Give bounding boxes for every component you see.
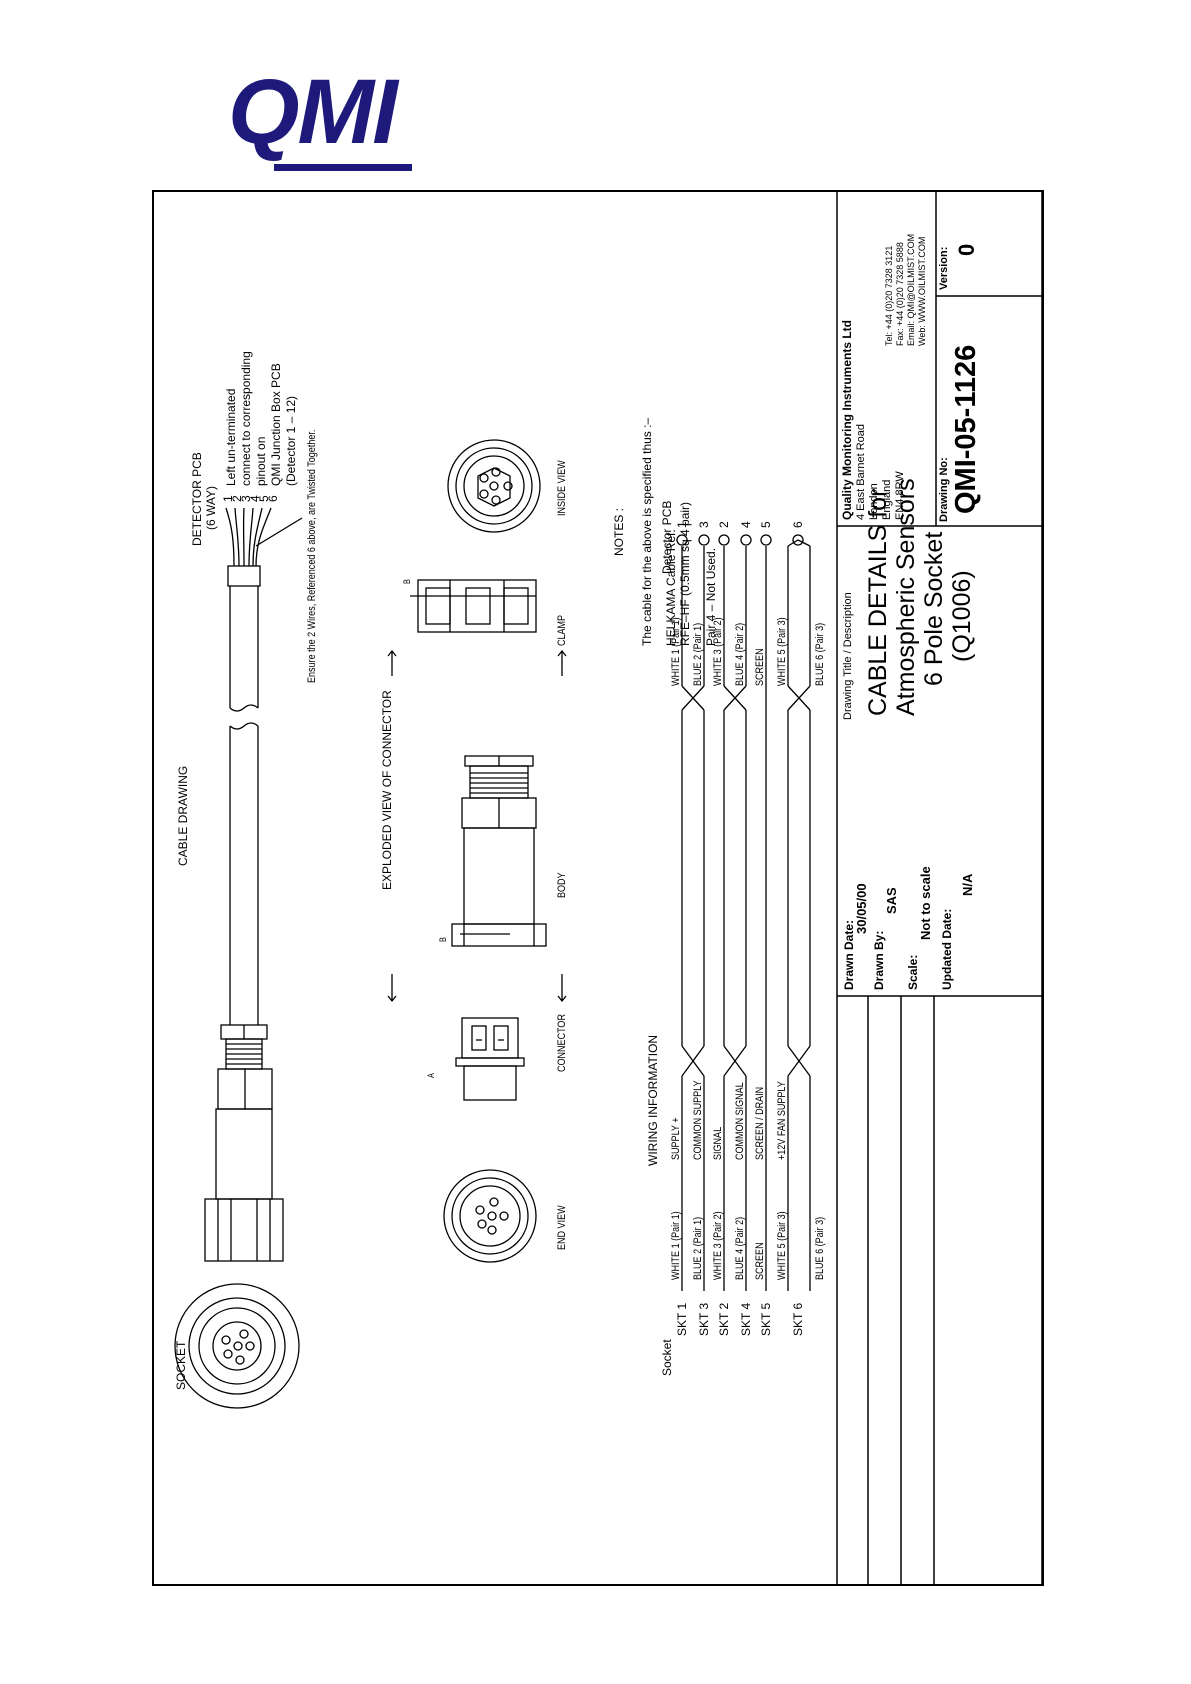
logo-underline <box>274 164 412 171</box>
socket-pin: SKT 6 <box>791 1302 805 1336</box>
socket-pin: SKT 4 <box>739 1302 753 1336</box>
updated-date: N/A <box>960 873 975 896</box>
note-line: The cable for the above is specified thu… <box>640 417 654 646</box>
scale-value: Not to scale <box>918 866 933 940</box>
wire-color: WHITE 1 (Pair 1) <box>670 1211 682 1280</box>
wire-function: +12V FAN SUPPLY <box>776 1081 788 1160</box>
connector-label: CONNECTOR <box>556 1014 568 1072</box>
title-label: Drawing Title / Description <box>842 592 854 720</box>
drawn-by: SAS <box>884 887 899 914</box>
address-line: 4 East Barnet Road <box>855 423 867 520</box>
cable-drawing-label: CABLE DRAWING <box>176 765 190 866</box>
wire-color: BLUE 4 (Pair 2) <box>734 622 746 686</box>
detector-pcb-way: (6 WAY) <box>204 486 218 530</box>
end-view-label: END VIEW <box>556 1205 568 1250</box>
connector-part-drawing <box>387 974 567 1101</box>
left-note-line: QMI Junction Box PCB <box>269 363 283 486</box>
exploded-view-title: EXPLODED VIEW OF CONNECTOR <box>380 690 394 890</box>
wire-color: BLUE 6 (Pair 3) <box>814 622 826 686</box>
socket-header: Socket <box>660 1339 674 1376</box>
wire-color: BLUE 4 (Pair 2) <box>734 1216 746 1280</box>
contact-line: Email: QMI@OILMIST.COM <box>906 233 916 346</box>
cable-assembly <box>204 507 303 1262</box>
title-block-lines <box>836 190 1043 1586</box>
contact-line: Fax: +44 (0)20 7328 5888 <box>895 242 905 346</box>
pcb-pin: 4 <box>739 521 753 528</box>
wire-color: BLUE 6 (Pair 3) <box>814 1216 826 1280</box>
title-line: CABLE DETAILS for <box>864 488 892 716</box>
b-mark: B <box>402 579 412 584</box>
wire-function: SUPPLY + <box>670 1117 682 1160</box>
drawing-sheet: SOCKET CABLE DRAWING DETECTOR PCB (6 WAY… <box>152 190 1044 1586</box>
wire-color: WHITE 5 (Pair 3) <box>776 1211 788 1280</box>
drawing-number: QMI-05-1126 <box>950 344 982 514</box>
title-line: 6 Pole Socket <box>920 531 948 686</box>
socket-pin: SKT 2 <box>717 1302 731 1336</box>
left-note-line: (Detector 1 – 12) <box>284 395 298 486</box>
title-line: (Q1006) <box>948 570 976 662</box>
drawn-date: 30/05/00 <box>854 883 869 934</box>
body-part-drawing <box>387 649 567 947</box>
contact-line: Tel: +44 (0)20 7328 3121 <box>884 245 894 346</box>
drawing-no-label: Drawing No: <box>938 457 950 522</box>
note-line: RFE–HF (0.5mm sq 4 pair) <box>678 501 692 646</box>
address-line: EN4 8RW <box>894 471 906 520</box>
a-mark: A <box>426 1073 436 1078</box>
wire-function: COMMON SIGNAL <box>734 1082 746 1160</box>
wire-color: SCREEN <box>754 1242 766 1280</box>
wire-number: 6 <box>266 495 280 502</box>
notes-title: NOTES : <box>612 507 626 556</box>
wire-function: SCREEN / DRAIN <box>754 1086 766 1160</box>
drawn-by-label: Drawn By: <box>872 930 886 990</box>
wiring-info-title: WIRING INFORMATION <box>646 1034 660 1166</box>
qmi-logo: QMI <box>228 62 418 178</box>
end-view-drawing <box>443 1169 537 1263</box>
inside-view-drawing <box>447 439 541 533</box>
socket-face-view <box>174 1283 300 1409</box>
wire-color: WHITE 3 (Pair 2) <box>712 1211 724 1280</box>
address-line: London <box>868 483 880 520</box>
pcb-pin: 5 <box>759 521 773 528</box>
body-label: BODY <box>556 872 568 898</box>
clamp-label: CLAMP <box>556 614 568 646</box>
address-line: England <box>881 479 893 520</box>
inside-view-label: INSIDE VIEW <box>556 460 568 516</box>
logo-text: QMI <box>228 61 398 163</box>
scale-label: Scale: <box>906 954 920 990</box>
drawing-linework <box>174 190 1043 1586</box>
updated-date-label: Updated Date: <box>940 908 954 990</box>
pcb-pin: 2 <box>717 521 731 528</box>
note-line: HELKAMA Cable Ref. <box>664 529 678 646</box>
left-note-line: connect to corresponding <box>239 351 253 486</box>
wire-function: COMMON SUPPLY <box>692 1080 704 1160</box>
wire-color: SCREEN <box>754 648 766 686</box>
left-note-line: Left un-terminated <box>224 388 238 486</box>
wire-color: BLUE 2 (Pair 1) <box>692 622 704 686</box>
socket-pin: SKT 5 <box>759 1302 773 1336</box>
version-label: Version: <box>938 246 950 290</box>
wire-function: SIGNAL <box>712 1126 724 1160</box>
drawing-frame <box>152 190 1044 1586</box>
wiring-lines <box>676 534 811 1291</box>
version-number: 0 <box>954 243 979 256</box>
detector-pcb-label: DETECTOR PCB <box>190 452 204 546</box>
pcb-pin: 6 <box>791 521 805 528</box>
clamp-drawing <box>410 579 537 633</box>
b-mark: B <box>438 937 448 942</box>
wire-color: BLUE 2 (Pair 1) <box>692 1216 704 1280</box>
twist-note: Ensure the 2 Wires, Referenced 6 above, … <box>306 429 318 683</box>
company-name: Quality Monitoring Instruments Ltd <box>840 320 854 520</box>
wire-color: WHITE 5 (Pair 3) <box>776 617 788 686</box>
note-line: Pair 4 – Not Used. <box>704 547 718 646</box>
socket-label: SOCKET <box>174 1340 188 1390</box>
socket-pin: SKT 3 <box>697 1302 711 1336</box>
left-note-line: pinout on <box>254 436 268 486</box>
contact-line: Web: WWW.OILMIST.COM <box>917 236 927 346</box>
socket-pin: SKT 1 <box>675 1302 689 1336</box>
pcb-pin: 3 <box>697 521 711 528</box>
